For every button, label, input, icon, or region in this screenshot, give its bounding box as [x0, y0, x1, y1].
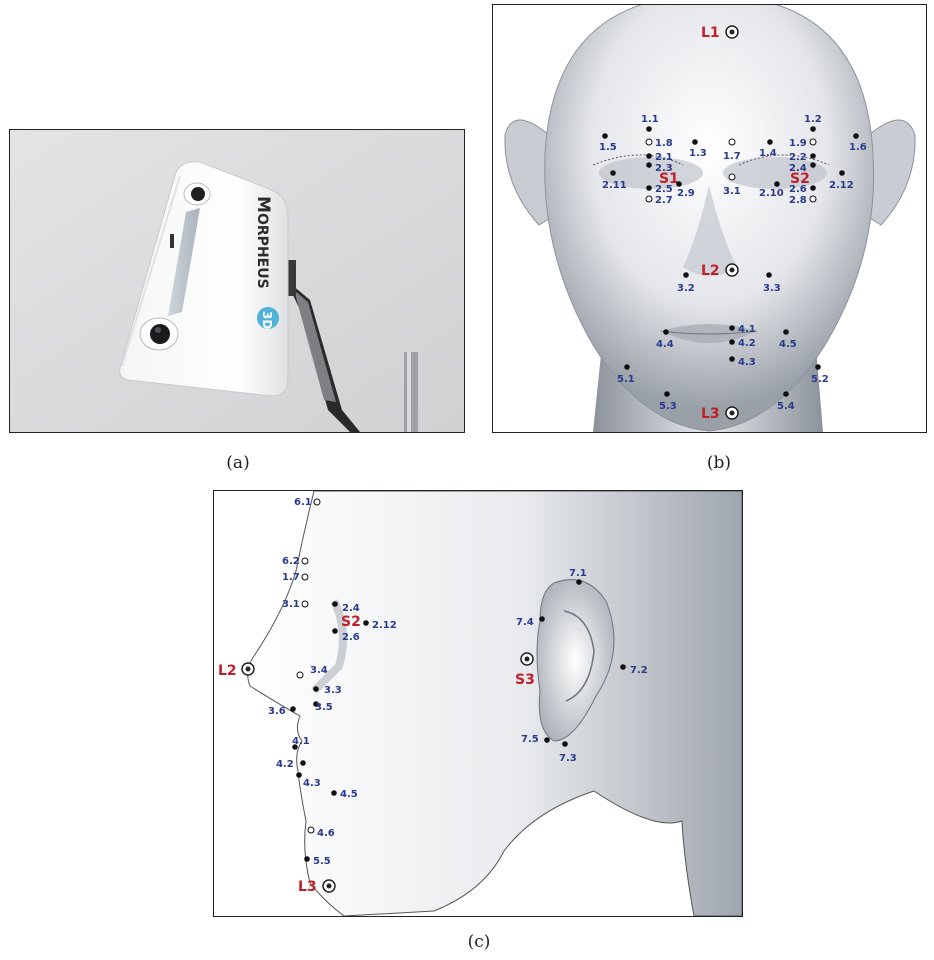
svg-text:2.4: 2.4: [342, 603, 360, 614]
svg-text:4.5: 4.5: [340, 789, 358, 800]
svg-text:4.2: 4.2: [738, 338, 756, 349]
svg-text:2.3: 2.3: [655, 163, 673, 174]
svg-text:5.5: 5.5: [313, 856, 331, 867]
svg-text:4.1: 4.1: [738, 324, 756, 335]
svg-text:2.7: 2.7: [655, 195, 673, 206]
svg-text:6.1: 6.1: [294, 497, 312, 508]
svg-text:1.4: 1.4: [759, 148, 777, 159]
svg-text:2.12: 2.12: [829, 180, 854, 191]
ref-label-S2: S2: [341, 614, 361, 630]
svg-text:1.9: 1.9: [789, 138, 807, 149]
svg-text:3.3: 3.3: [763, 283, 781, 294]
svg-text:S3: S3: [515, 672, 535, 688]
caption-a: (a): [218, 453, 258, 473]
svg-text:2.9: 2.9: [677, 188, 695, 199]
svg-text:3.3: 3.3: [324, 685, 342, 696]
ref-point-L1: L1: [701, 25, 738, 41]
svg-text:3.1: 3.1: [282, 599, 300, 610]
svg-text:1.7: 1.7: [723, 151, 741, 162]
brand-3d-badge: 3D: [260, 311, 274, 329]
svg-text:1.6: 1.6: [849, 142, 867, 153]
svg-text:4.4: 4.4: [656, 339, 674, 350]
svg-text:1.7: 1.7: [282, 572, 300, 583]
svg-text:4.3: 4.3: [738, 357, 756, 368]
svg-text:2.5: 2.5: [655, 184, 673, 195]
svg-text:L3: L3: [298, 879, 317, 895]
svg-text:1.8: 1.8: [655, 138, 673, 149]
svg-text:L2: L2: [218, 663, 237, 679]
scanner-illustration: M ORPHEUS 3D: [10, 130, 464, 432]
svg-text:5.3: 5.3: [659, 401, 677, 412]
svg-text:2.11: 2.11: [602, 180, 627, 191]
svg-text:4.3: 4.3: [303, 778, 321, 789]
svg-text:2.6: 2.6: [342, 632, 360, 643]
svg-text:5.4: 5.4: [777, 401, 795, 412]
svg-text:2.4: 2.4: [789, 163, 807, 174]
svg-text:2.10: 2.10: [759, 188, 784, 199]
svg-text:1.3: 1.3: [689, 148, 707, 159]
brand-logo-letter: M: [253, 196, 273, 213]
side-face-diagram: L2 L3 S3 S2 6.1 6.2 1.7 3.1 2.4 2.6 2.12…: [214, 491, 742, 916]
svg-text:4.2: 4.2: [276, 759, 294, 770]
svg-text:4.1: 4.1: [292, 736, 310, 747]
ref-point-L2: L2: [701, 263, 738, 279]
svg-text:1.2: 1.2: [804, 114, 822, 125]
svg-text:5.1: 5.1: [617, 374, 635, 385]
svg-text:3.6: 3.6: [268, 706, 286, 717]
svg-text:3.4: 3.4: [310, 665, 328, 676]
svg-text:1.5: 1.5: [599, 142, 617, 153]
scanner-photo-panel: M ORPHEUS 3D: [9, 129, 465, 433]
svg-text:2.6: 2.6: [789, 184, 807, 195]
svg-text:L2: L2: [701, 263, 720, 279]
front-face-diagram: L1 L2 L3 S1 S2 1.1 1.2 1.5 1.8 1.3 1.7 1…: [493, 5, 926, 432]
svg-text:1.1: 1.1: [641, 114, 659, 125]
svg-text:7.2: 7.2: [630, 665, 648, 676]
brand-logo-text: ORPHEUS: [254, 213, 270, 289]
caption-c: (c): [459, 932, 499, 952]
svg-text:L3: L3: [701, 406, 720, 422]
svg-text:7.1: 7.1: [569, 568, 587, 579]
svg-text:2.12: 2.12: [372, 620, 397, 631]
svg-text:7.3: 7.3: [559, 753, 577, 764]
svg-text:7.4: 7.4: [516, 617, 534, 628]
svg-text:4.6: 4.6: [317, 828, 335, 839]
ref-point-L3: L3: [298, 879, 335, 895]
side-face-panel: L2 L3 S3 S2 6.1 6.2 1.7 3.1 2.4 2.6 2.12…: [213, 490, 743, 917]
svg-text:2.1: 2.1: [655, 152, 673, 163]
ref-point-L3: L3: [701, 406, 738, 422]
front-face-panel: L1 L2 L3 S1 S2 1.1 1.2 1.5 1.8 1.3 1.7 1…: [492, 4, 927, 433]
svg-text:7.5: 7.5: [521, 734, 539, 745]
caption-b: (b): [699, 453, 739, 473]
svg-text:3.1: 3.1: [723, 186, 741, 197]
svg-text:3.5: 3.5: [315, 702, 333, 713]
svg-text:2.2: 2.2: [789, 152, 807, 163]
svg-text:L1: L1: [701, 25, 720, 41]
svg-text:5.2: 5.2: [811, 374, 829, 385]
svg-text:3.2: 3.2: [677, 283, 695, 294]
svg-text:2.8: 2.8: [789, 195, 807, 206]
svg-text:6.2: 6.2: [282, 556, 300, 567]
svg-text:4.5: 4.5: [779, 339, 797, 350]
